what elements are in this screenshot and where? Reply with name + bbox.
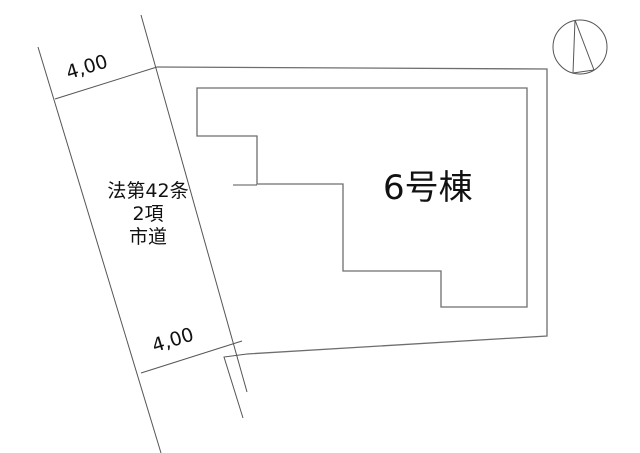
building-label: 6号棟 (383, 168, 473, 208)
building-footprint (196, 87, 528, 308)
road-width-dimension-top (54, 66, 158, 100)
lot-boundary (156, 66, 548, 355)
road-law-clause: 2項 (132, 203, 164, 225)
north-arrow-icon (552, 19, 608, 75)
road-law-article: 法第42条 (107, 180, 189, 202)
road-type: 市道 (128, 226, 167, 248)
road-description: 法第42条 2項 市道 (88, 180, 208, 249)
road-left-edge (37, 46, 162, 453)
road-width-dimension-bottom (140, 340, 243, 374)
road-right-edge (140, 14, 248, 393)
lot-boundary-lower (223, 353, 248, 419)
